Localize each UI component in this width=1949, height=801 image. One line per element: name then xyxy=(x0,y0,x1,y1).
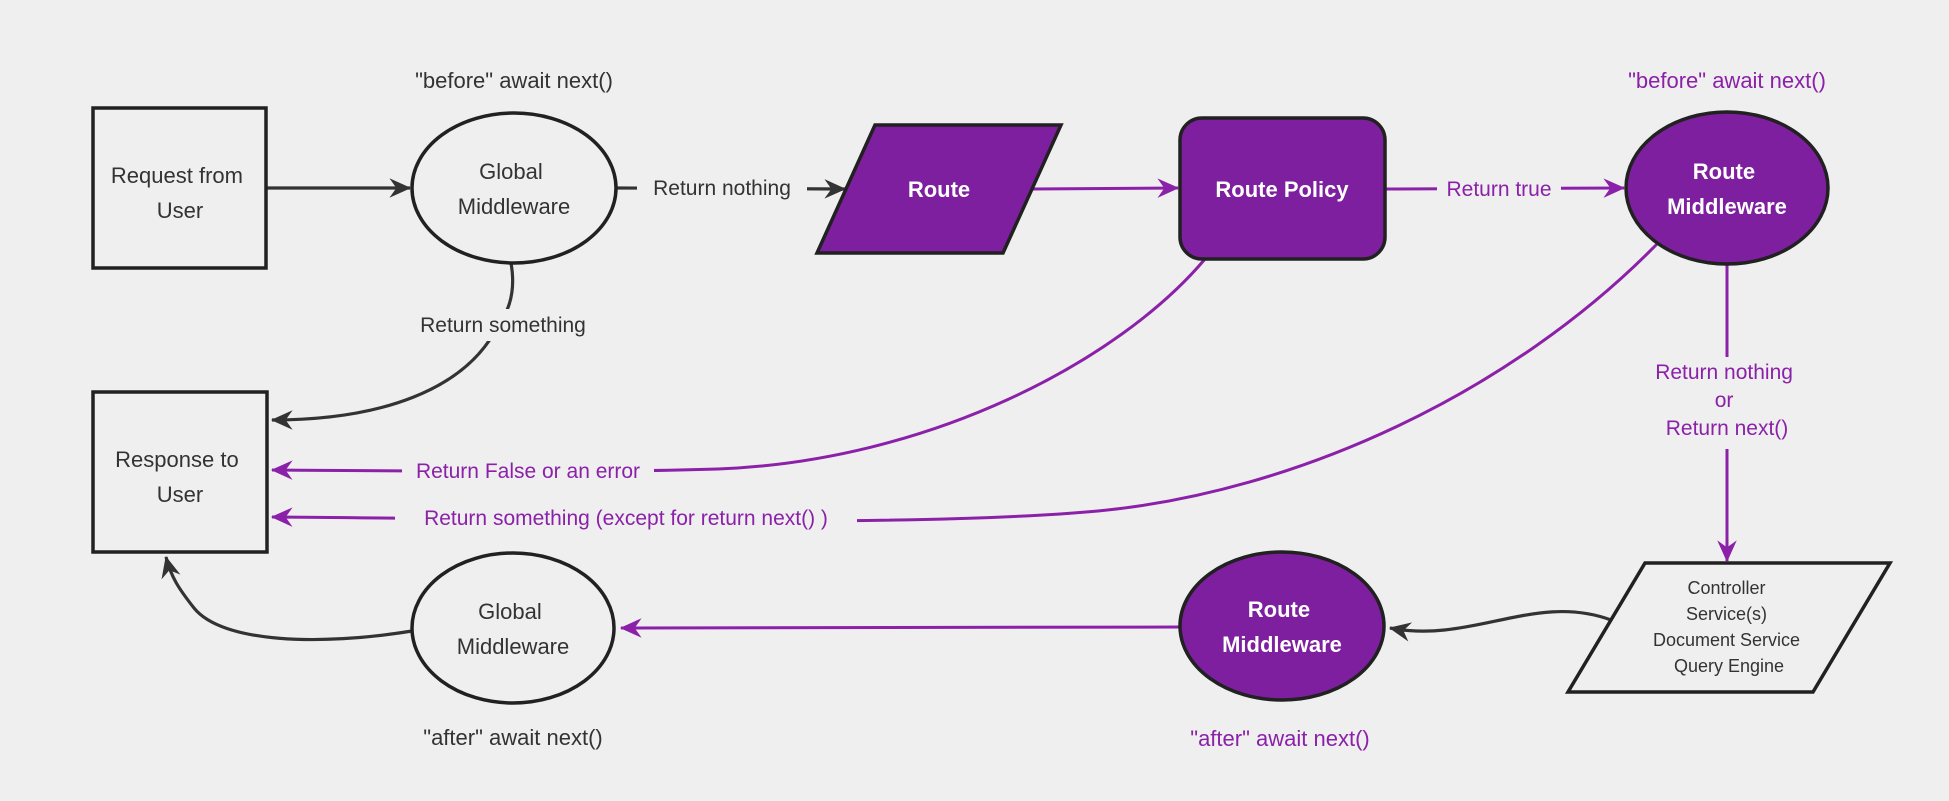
edge-global-middleware-bottom-to-response xyxy=(161,555,413,642)
global-middleware-bottom-label: Global Middleware xyxy=(457,599,570,659)
edge-return-false-to-response xyxy=(270,258,1207,480)
response-to-user-shape xyxy=(91,390,269,554)
edge-label-return-false-or-error-bg xyxy=(402,455,654,486)
annotation-before-await-next-global: "before" await next() xyxy=(415,68,613,93)
svg-text:Return nothing: Return nothing xyxy=(653,177,791,200)
edge-label-return-true-bg xyxy=(1437,173,1561,205)
route-node: Route xyxy=(814,123,1064,255)
svg-text:Return something: Return something xyxy=(420,314,586,337)
route-policy-shape xyxy=(1178,116,1387,261)
edge-label-return-false-or-error: Return False or an error xyxy=(402,455,654,486)
annotations: "before" await next() "before" await nex… xyxy=(415,68,1826,751)
response-to-user-node: Response to User xyxy=(91,390,269,554)
controller-services-node: Controller Service(s) Document Service Q… xyxy=(1564,561,1894,694)
edge-label-return-something: Return something xyxy=(413,309,593,341)
route-middleware-top-shape xyxy=(1624,110,1830,266)
route-middleware-bottom-shape xyxy=(1178,550,1386,702)
response-to-user-label: Response to User xyxy=(115,447,245,507)
route-label: Route xyxy=(908,177,970,202)
route-middleware-top-label: Route Middleware xyxy=(1667,159,1787,219)
edges xyxy=(161,178,1737,642)
route-middleware-bottom-label: Route Middleware xyxy=(1222,597,1342,657)
request-from-user-node: Request from User xyxy=(91,106,268,270)
svg-text:Return something (except for r: Return something (except for return next… xyxy=(424,507,828,530)
route-middleware-bottom-node: Route Middleware xyxy=(1178,550,1386,702)
route-middleware-top-node: Route Middleware xyxy=(1624,110,1830,266)
route-shape xyxy=(814,123,1064,255)
svg-text:Return False or an error: Return False or an error xyxy=(416,460,640,483)
global-middleware-top-node: Global Middleware xyxy=(410,111,618,265)
edge-route-middleware-bottom-to-global-middleware-bottom xyxy=(619,618,1181,638)
request-from-user-shape xyxy=(91,106,268,270)
edge-controller-to-route-middleware-bottom xyxy=(1388,610,1612,642)
route-policy-node: Route Policy xyxy=(1178,116,1387,261)
svg-text:Return true: Return true xyxy=(1446,178,1551,201)
edge-label-return-nothing-bg xyxy=(637,172,807,204)
edge-labels: Return nothing Return true Return nothin… xyxy=(395,172,1814,533)
annotation-after-await-next-route: "after" await next() xyxy=(1190,726,1369,751)
edge-return-something-to-response xyxy=(270,262,515,430)
global-middleware-top-label: Global Middleware xyxy=(458,159,571,219)
edge-label-return-something-except: Return something (except for return next… xyxy=(395,502,857,533)
edge-label-return-true: Return true xyxy=(1437,173,1561,205)
edge-label-return-something-bg xyxy=(413,309,593,341)
edge-label-return-nothing-or-next: Return nothing or Return next() xyxy=(1642,357,1814,449)
edge-label-return-nothing-or-next-text: Return nothing or Return next() xyxy=(1655,361,1799,440)
annotation-before-await-next-route: "before" await next() xyxy=(1628,68,1826,93)
edge-route-to-route-policy xyxy=(1031,178,1180,198)
controller-services-label: Controller Service(s) Document Service Q… xyxy=(1653,578,1805,676)
edge-label-return-nothing-or-next-bg xyxy=(1642,357,1814,449)
route-policy-label: Route Policy xyxy=(1215,177,1349,202)
nodes: Request from User Global Middleware Rout… xyxy=(91,106,1894,705)
edge-label-return-something-except-bg xyxy=(395,502,857,533)
edge-label-return-nothing: Return nothing xyxy=(637,172,807,204)
global-middleware-top-shape xyxy=(410,111,618,265)
global-middleware-bottom-node: Global Middleware xyxy=(410,551,616,705)
annotation-after-await-next-global: "after" await next() xyxy=(423,725,602,750)
request-from-user-label: Request from User xyxy=(111,163,249,223)
global-middleware-bottom-shape xyxy=(410,551,616,705)
controller-services-shape xyxy=(1564,561,1894,694)
